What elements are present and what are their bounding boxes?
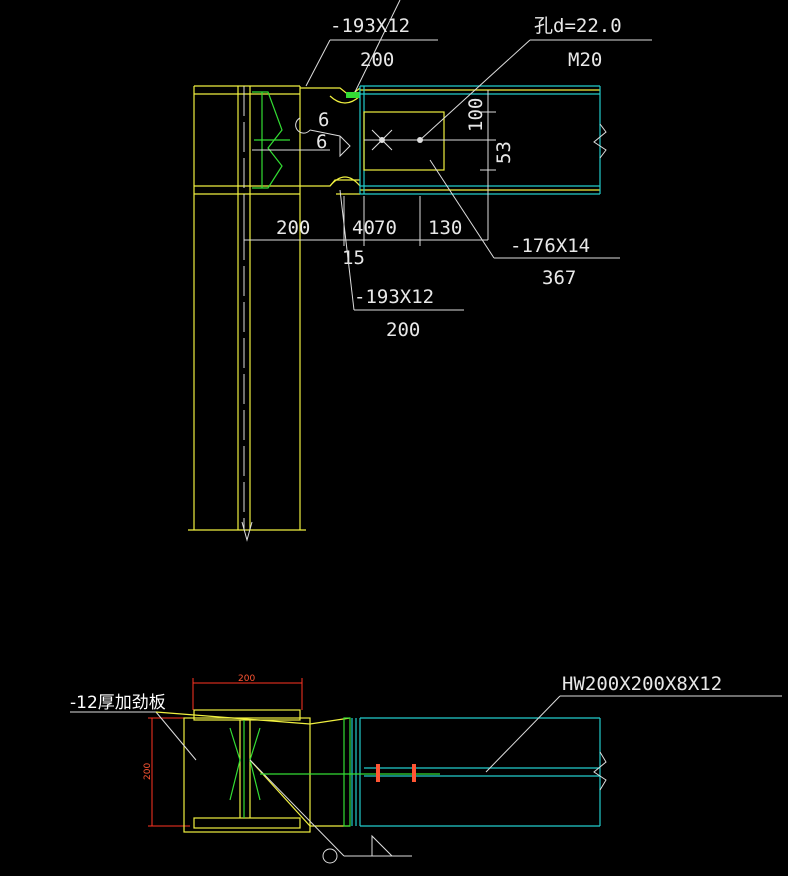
plan-weld-symbol	[322, 834, 412, 864]
weld-size-1: 6	[318, 109, 329, 131]
column	[188, 85, 306, 542]
column-stiffeners	[252, 91, 330, 189]
dim-15: 15	[342, 247, 365, 269]
beam-section-leader: HW200X200X8X12	[485, 673, 782, 773]
hole-spec: 孔d=22.0	[534, 15, 622, 37]
bottom-plate-length: 200	[386, 319, 420, 341]
stiffener-leader: -12厚加劲板	[70, 693, 197, 761]
top-plate-spec: -193X12	[330, 15, 410, 37]
dim-53: 53	[493, 141, 515, 164]
leader-hole: 孔d=22.0 M20	[419, 15, 652, 141]
plan-column	[183, 709, 311, 833]
vertical-dimensions: 100 53	[465, 90, 515, 240]
leader-bottom-plate: -193X12 200	[339, 189, 464, 341]
side-plate-spec: -176X14	[510, 235, 590, 257]
horizontal-dimensions: 200 40 70 130 15	[243, 196, 488, 269]
dim-h-200: 200	[276, 217, 310, 239]
top-plate	[300, 87, 361, 104]
top-plate-length: 200	[360, 49, 394, 71]
elevation-view: 6 6 -193X12 200 孔d=22.0 M20 100 53	[188, 0, 652, 542]
dim-100: 100	[465, 98, 487, 132]
plan-dim-top: 200	[238, 674, 255, 684]
leader-top-plate: -193X12 200	[305, 0, 438, 93]
bolt-size: M20	[568, 49, 602, 71]
dim-h-130: 130	[428, 217, 462, 239]
beam-section: HW200X200X8X12	[562, 673, 722, 695]
plan-view: 200 200 -12厚加劲板	[70, 673, 782, 864]
side-plate-length: 367	[542, 267, 576, 289]
bottom-plate-spec: -193X12	[354, 286, 434, 308]
plan-haunch	[155, 711, 351, 857]
weld-size-2: 6	[316, 131, 327, 153]
bottom-plate	[300, 176, 361, 195]
stiffener-note: -12厚加劲板	[70, 693, 166, 713]
plan-beam	[260, 717, 607, 827]
leader-side-plate: -176X14 367	[429, 159, 620, 289]
plan-dimensions: 200 200	[143, 674, 303, 827]
weld-symbols: 6 6	[295, 109, 351, 158]
plan-dim-left: 200	[143, 763, 153, 780]
dim-h-70: 70	[374, 217, 397, 239]
dim-h-40: 40	[352, 217, 375, 239]
